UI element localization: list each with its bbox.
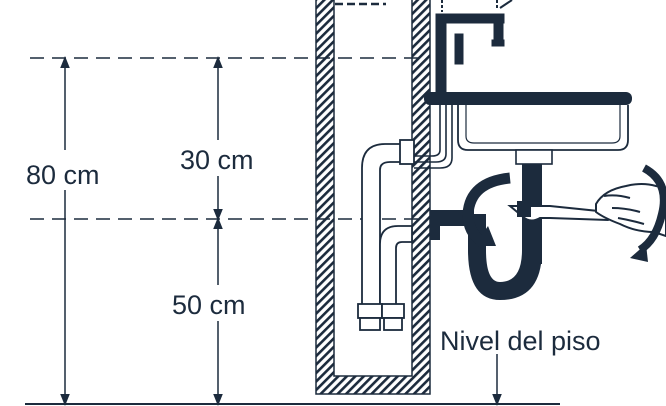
wrench-icon (507, 201, 611, 222)
dimension-arrows (60, 56, 502, 406)
label-total-height: 80 cm (26, 160, 100, 190)
label-floor-level: Nivel del piso (440, 326, 601, 356)
hand-icon (595, 164, 666, 262)
rotation-arrow-icon (462, 172, 511, 247)
sink-icon (424, 92, 632, 165)
supply-pipes (357, 139, 415, 331)
label-upper-height: 30 cm (180, 145, 254, 175)
flexible-hoses (414, 96, 453, 169)
faucet-icon (335, 0, 513, 97)
label-lower-height: 50 cm (172, 290, 246, 320)
